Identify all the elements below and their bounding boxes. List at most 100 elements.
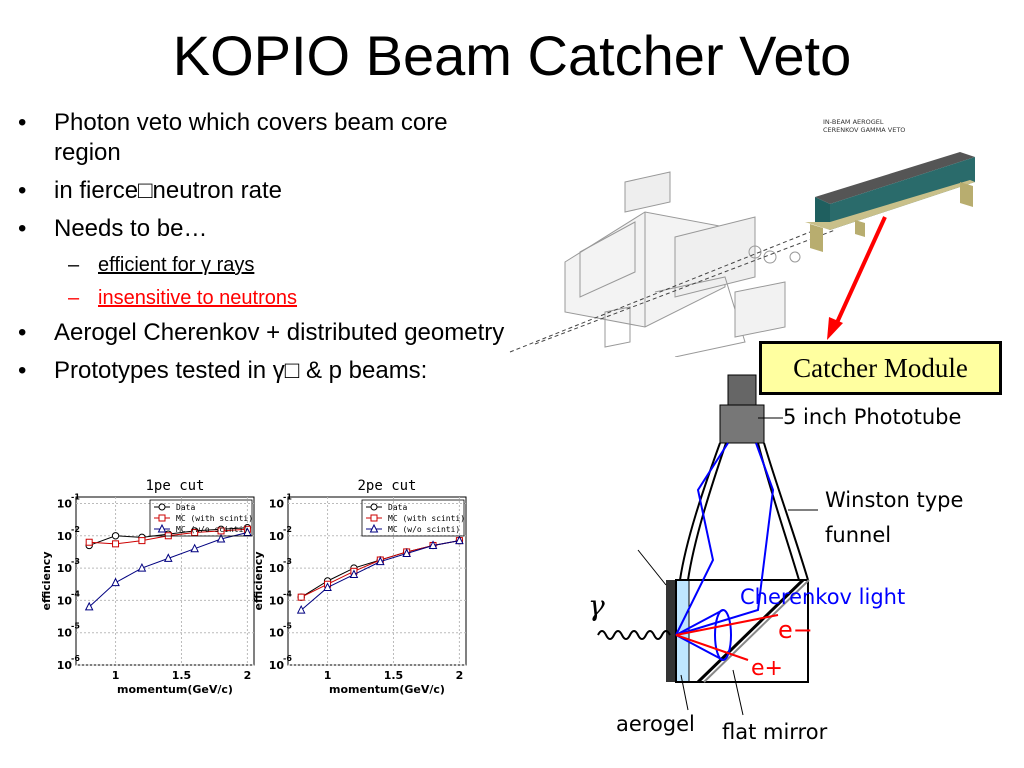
data-point <box>190 543 199 553</box>
data-point <box>85 538 93 546</box>
x-tick-label: 2 <box>456 669 464 682</box>
slide-title: KOPIO Beam Catcher Veto <box>172 24 852 87</box>
y-tick-label: 10 <box>57 627 73 640</box>
data-point <box>402 548 411 558</box>
data-point <box>216 533 226 543</box>
catcher-module-diagram: γ e− e+ <box>588 374 818 716</box>
x-tick-label: 1 <box>112 669 120 682</box>
detector-drawing: IN-BEAM AEROGEL CERENKOV GAMMA VETO <box>509 118 975 357</box>
x-axis-label: momentum(GeV/c) <box>329 683 445 696</box>
y-tick-exponent: -5 <box>71 622 80 631</box>
y-tick-label: 10 <box>57 562 73 575</box>
y-tick-exponent: -3 <box>283 557 292 566</box>
data-point <box>111 577 120 587</box>
legend-box <box>361 499 465 537</box>
legend-marker <box>158 514 166 522</box>
y-tick-label: 10 <box>57 497 73 510</box>
y-tick-exponent: -1 <box>283 492 292 501</box>
legend-marker <box>370 503 378 511</box>
x-axis-label: momentum(GeV/c) <box>117 683 233 696</box>
bullet-text: Prototypes tested in γ□ & p beams: <box>54 357 428 384</box>
x-tick-label: 1.5 <box>172 669 192 682</box>
aerogel-label: aerogel <box>616 712 695 736</box>
y-axis-label: efficiency <box>252 551 265 610</box>
y-axis-label: efficiency <box>40 551 53 610</box>
legend-marker <box>370 514 378 522</box>
phototube-label: 5 inch Phototube <box>783 405 962 429</box>
flat-mirror <box>696 578 805 684</box>
eminus-label: e− <box>778 616 813 644</box>
chart-title: 2pe cut <box>357 478 416 494</box>
data-point <box>297 593 305 601</box>
data-point <box>137 562 147 572</box>
series-line <box>300 540 460 611</box>
y-tick-exponent: -2 <box>283 525 292 534</box>
cherenkov-label: Cherenkov light <box>740 585 906 609</box>
y-tick-label: 10 <box>57 594 73 607</box>
bullet-item: •in fierce□neutron rate <box>18 177 282 204</box>
data-point <box>375 556 385 566</box>
data-point <box>243 527 252 537</box>
y-tick-label: 10 <box>269 497 285 510</box>
data-point <box>138 537 146 545</box>
y-tick-exponent: -4 <box>283 589 292 598</box>
data-point <box>111 532 120 540</box>
x-tick-label: 1.5 <box>384 669 404 682</box>
chart-title: 1pe cut <box>145 478 204 494</box>
legend-label: MC (with scinti) <box>176 514 253 523</box>
flat-mirror-label: flat mirror <box>722 720 828 744</box>
data-point <box>84 601 94 611</box>
winston-label-2: funnel <box>825 523 892 547</box>
bullet-text: Needs to be… <box>54 215 208 242</box>
eplus-label: e+ <box>751 656 783 681</box>
legend-label: MC (w/o scinti) <box>388 525 460 534</box>
y-tick-label: 10 <box>269 594 285 607</box>
data-point <box>455 535 464 545</box>
bullet-item: •Needs to be… <box>18 215 208 242</box>
sub-bullet-text: efficient for γ rays <box>98 254 255 276</box>
y-tick-exponent: -4 <box>71 589 80 598</box>
y-tick-exponent: -6 <box>71 654 80 663</box>
sub-bullet-text: insensitive to neutrons <box>98 287 298 309</box>
legend-label: Data <box>388 503 407 512</box>
legend-label: MC (w/o scinti) <box>176 525 248 534</box>
data-point <box>323 582 332 591</box>
legend-marker <box>158 503 166 511</box>
y-tick-label: 10 <box>269 627 285 640</box>
y-tick-label: 10 <box>269 562 285 575</box>
data-point <box>191 529 199 537</box>
legend-box <box>149 499 253 537</box>
y-tick-label: 10 <box>269 530 285 543</box>
data-point <box>428 540 438 549</box>
x-tick-label: 2 <box>244 669 252 682</box>
inbeam-label-1: IN-BEAM AEROGEL <box>823 118 884 126</box>
legend-marker <box>157 523 167 533</box>
legend-label: MC (with scinti) <box>388 514 465 523</box>
bullet-text: Aerogel Cherenkov + distributed geometry <box>54 319 505 346</box>
data-point <box>296 604 306 614</box>
y-tick-exponent: -2 <box>71 525 80 534</box>
bullet-text: Photon veto which covers beam core regio… <box>54 109 448 166</box>
bullet-item: •Photon veto which covers beam core regi… <box>18 109 448 166</box>
catcher-array <box>805 152 975 252</box>
y-tick-exponent: -5 <box>283 622 292 631</box>
winston-label-1: Winston type <box>825 488 964 512</box>
sub-bullet-item: –insensitive to neutrons <box>68 287 298 309</box>
legend-label: Data <box>176 503 195 512</box>
data-point <box>163 553 173 562</box>
legend-marker <box>369 523 379 533</box>
y-tick-label: 10 <box>269 659 285 672</box>
phototube <box>719 374 765 444</box>
bullet-item: •Prototypes tested in γ□ & p beams: <box>18 357 428 384</box>
y-tick-label: 10 <box>57 530 73 543</box>
catcher-module-label: Catcher Module <box>759 341 1002 395</box>
data-point <box>112 540 120 548</box>
y-tick-exponent: -1 <box>71 492 80 501</box>
bullet-text: in fierce□neutron rate <box>54 177 282 204</box>
bullet-item: •Aerogel Cherenkov + distributed geometr… <box>18 319 505 346</box>
data-point <box>349 569 359 579</box>
bullet-list: •Photon veto which covers beam core regi… <box>18 108 508 394</box>
x-tick-label: 1 <box>324 669 332 682</box>
